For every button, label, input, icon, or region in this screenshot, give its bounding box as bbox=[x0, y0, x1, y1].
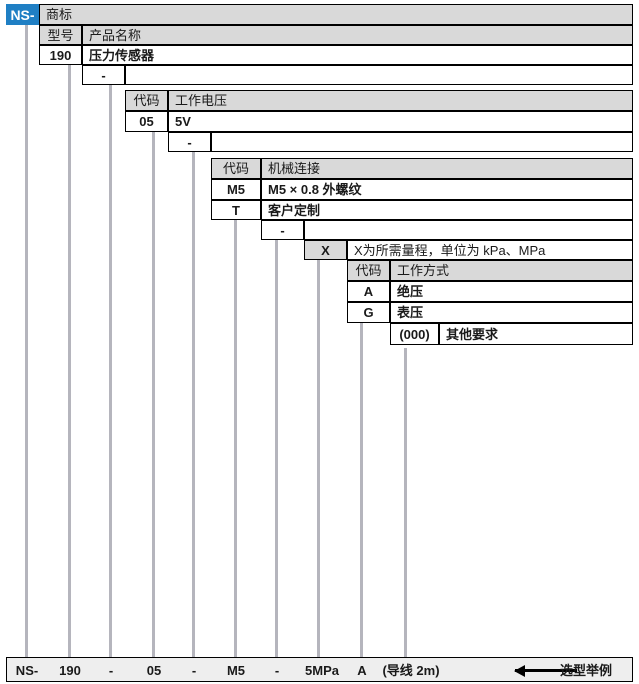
connector-line-dash-3 bbox=[275, 240, 278, 657]
mode-code-g: G bbox=[347, 302, 390, 323]
example-part-dash-2: - bbox=[191, 663, 197, 678]
example-part-mechanical: M5 bbox=[226, 663, 246, 678]
example-part-dash-3: - bbox=[274, 663, 280, 678]
mode-desc-header: 工作方式 bbox=[390, 260, 633, 281]
voltage-code-header: 代码 bbox=[125, 90, 168, 111]
mechanical-code-t: T bbox=[211, 200, 261, 220]
mechanical-desc-m5: M5 × 0.8 外螺纹 bbox=[261, 179, 633, 200]
voltage-desc-05: 5V bbox=[168, 111, 633, 132]
example-part-model: 190 bbox=[59, 663, 81, 678]
connector-line-mode bbox=[360, 320, 363, 657]
separator-dash-1-filler bbox=[125, 65, 633, 85]
mode-code-a: A bbox=[347, 281, 390, 302]
example-part-range: 5MPa bbox=[305, 663, 339, 678]
voltage-code-05: 05 bbox=[125, 111, 168, 132]
example-part-other: (导线 2m) bbox=[382, 663, 440, 678]
model-desc-header: 产品名称 bbox=[82, 25, 633, 45]
example-bar: NS- 190 - 05 - M5 - 5MPa A (导线 2m) 选型举例 bbox=[6, 657, 633, 682]
mechanical-desc-t: 客户定制 bbox=[261, 200, 633, 220]
separator-dash-2-filler bbox=[211, 132, 633, 152]
range-desc-x: X为所需量程，单位为 kPa、MPa bbox=[347, 240, 633, 260]
connector-line-mechanical bbox=[234, 220, 237, 657]
brand-label-cell: 商标 bbox=[39, 4, 633, 25]
example-annotation-label: 选型举例 bbox=[559, 663, 613, 678]
brand-code-cell: NS- bbox=[6, 4, 39, 25]
other-code-000: (000) bbox=[390, 323, 439, 345]
connector-line-voltage bbox=[152, 132, 155, 657]
other-desc-000: 其他要求 bbox=[439, 323, 633, 345]
range-code-x: X bbox=[304, 240, 347, 260]
example-arrow-icon bbox=[514, 658, 577, 683]
mode-desc-g: 表压 bbox=[390, 302, 633, 323]
example-part-mode: A bbox=[357, 663, 367, 678]
separator-dash-2: - bbox=[168, 132, 211, 152]
model-code-190: 190 bbox=[39, 45, 82, 65]
mechanical-code-header: 代码 bbox=[211, 158, 261, 179]
connector-line-model bbox=[68, 64, 71, 657]
mode-desc-a: 绝压 bbox=[390, 281, 633, 302]
example-part-voltage: 05 bbox=[146, 663, 162, 678]
separator-dash-1: - bbox=[82, 65, 125, 85]
mode-code-header: 代码 bbox=[347, 260, 390, 281]
connector-line-range bbox=[317, 260, 320, 657]
model-desc-190: 压力传感器 bbox=[82, 45, 633, 65]
example-part-brand: NS- bbox=[15, 663, 39, 678]
voltage-desc-header: 工作电压 bbox=[168, 90, 633, 111]
connector-line-dash-2 bbox=[192, 152, 195, 657]
separator-dash-3: - bbox=[261, 220, 304, 240]
connector-line-dash-1 bbox=[109, 84, 112, 657]
model-code-header: 型号 bbox=[39, 25, 82, 45]
connector-line-brand bbox=[25, 24, 28, 657]
connector-line-other bbox=[404, 348, 407, 657]
mechanical-code-m5: M5 bbox=[211, 179, 261, 200]
example-part-dash-1: - bbox=[108, 663, 114, 678]
mechanical-desc-header: 机械连接 bbox=[261, 158, 633, 179]
separator-dash-3-filler bbox=[304, 220, 633, 240]
